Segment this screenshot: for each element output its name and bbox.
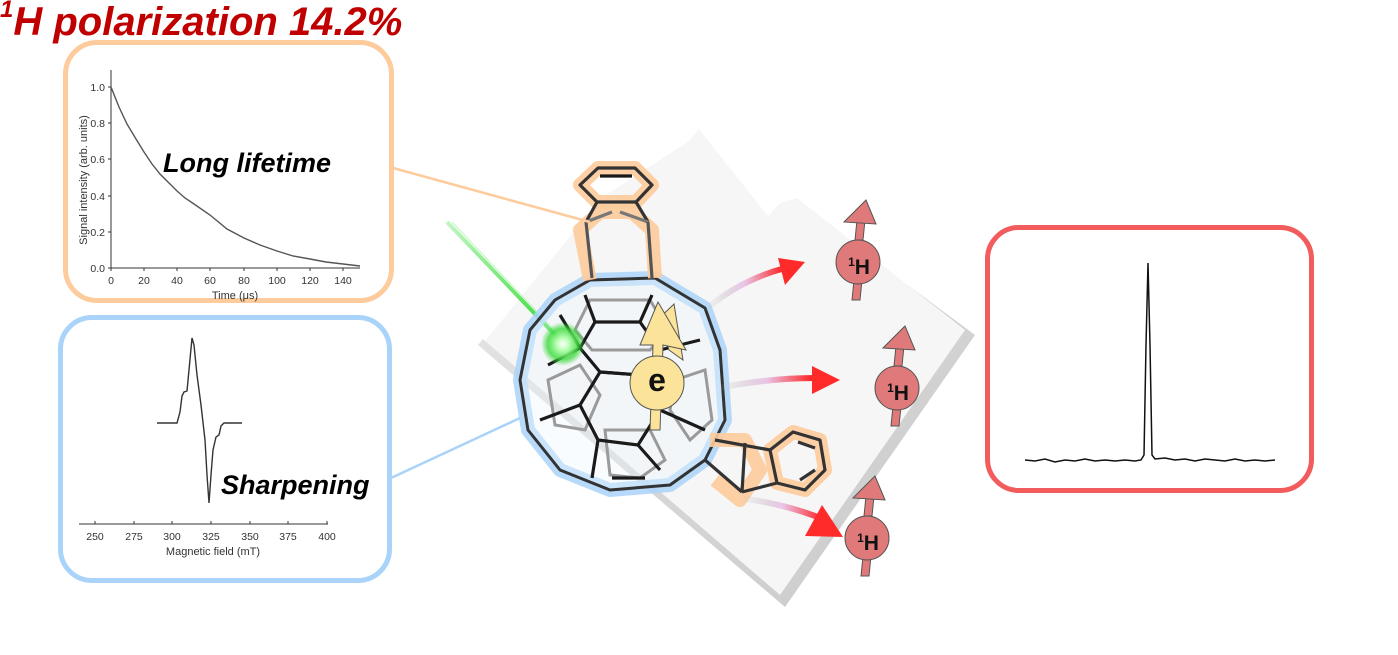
esr-panel (58, 315, 392, 583)
proton-spin-2 (874, 325, 920, 427)
electron-spin (629, 300, 688, 431)
xtick-label: 250 (86, 531, 104, 543)
xtick-label: 275 (125, 531, 143, 543)
xtick-label: 100 (268, 275, 286, 287)
proton-symbol: H (863, 532, 879, 555)
ytick-label: 0.8 (90, 118, 105, 130)
transfer-arrows (703, 258, 843, 537)
polarization-title: 1H polarization 14.2% (0, 0, 1398, 45)
connector-lifetime (392, 166, 591, 224)
ytick-label: 1.0 (90, 82, 105, 94)
ytick-label: 0.0 (90, 263, 105, 275)
title-mass-number: 1 (0, 0, 14, 23)
lifetime-panel (63, 40, 394, 303)
ytick-label: 0.6 (90, 154, 105, 166)
xtick-label: 0 (108, 275, 114, 287)
nmr-panel (985, 225, 1314, 493)
proton-label-3: 1H (847, 524, 889, 558)
decay-curve (110, 86, 361, 267)
ytick-label: 0.2 (90, 227, 105, 239)
xtick-label: 140 (334, 275, 352, 287)
title-text: H polarization 14.2% (13, 0, 403, 44)
xtick-label: 60 (204, 275, 216, 287)
ytick-label: 0.4 (90, 191, 105, 203)
nmr-spectrum (1024, 262, 1276, 463)
esr-chart: 250 275 300 325 350 375 400 Magnetic fie… (79, 337, 336, 558)
lifetime-chart: 0.0 0.2 0.4 0.6 0.8 1.0 0 20 40 60 80 10… (78, 70, 361, 302)
proton-label-2: 1H (877, 374, 919, 408)
xtick-label: 325 (202, 531, 220, 543)
electron-label: e (648, 362, 666, 398)
esr-trace (157, 337, 242, 504)
connector-esr (390, 416, 521, 480)
xtick-label: 400 (318, 531, 336, 543)
xtick-label: 350 (241, 531, 259, 543)
xtick-label: 120 (301, 275, 319, 287)
proton-symbol: H (893, 382, 909, 405)
lifetime-callout: Long lifetime (163, 148, 331, 178)
y-axis-title: Signal intensity (arb. units) (78, 115, 90, 245)
xtick-label: 80 (238, 275, 250, 287)
fullerene-cage (513, 271, 732, 497)
proton-spin-3 (844, 475, 890, 577)
xtick-label: 375 (279, 531, 297, 543)
excitation-flash (541, 322, 585, 366)
proton-spin-1 (835, 199, 881, 301)
proton-mass-number: 1 (857, 531, 864, 545)
proton-mass-number: 1 (848, 255, 855, 269)
proton-symbol: H (854, 256, 870, 279)
addend-top (573, 161, 662, 282)
xtick-label: 40 (171, 275, 183, 287)
x-axis-title: Magnetic field (mT) (166, 546, 260, 558)
sharpening-callout: Sharpening (221, 470, 370, 500)
addend-bottom (703, 425, 832, 507)
nmr-chart (1024, 262, 1276, 463)
xtick-label: 300 (163, 531, 181, 543)
proton-label-1: 1H (838, 248, 880, 282)
x-axis-title: Time (μs) (212, 290, 258, 302)
proton-mass-number: 1 (887, 381, 894, 395)
xtick-label: 20 (138, 275, 150, 287)
